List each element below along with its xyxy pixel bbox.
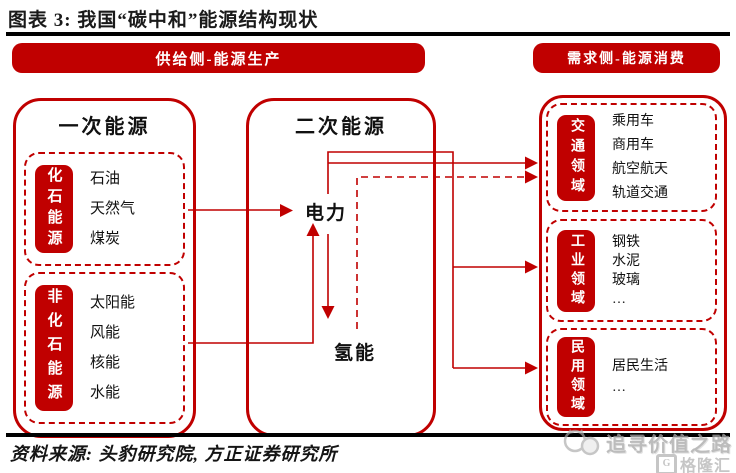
list-item: 水能: [90, 385, 121, 401]
supply-side-header-label: 供给侧-能源生产: [155, 51, 282, 68]
nonfossil-energy-items: 太阳能 风能 核能 水能: [90, 288, 135, 408]
list-item: …: [612, 380, 626, 395]
list-item: 核能: [90, 355, 121, 371]
list-item: 水泥: [612, 253, 640, 269]
list-item: 钢铁: [612, 234, 640, 250]
industry-sector-group: 工业领域 钢铁 水泥 玻璃 …: [546, 219, 717, 322]
figure-title: 图表 3: 我国“碳中和”能源结构现状: [8, 10, 319, 31]
demand-side-header-label: 需求侧-能源消费: [567, 52, 686, 67]
secondary-energy-box: 二次能源: [246, 98, 436, 437]
fossil-energy-items: 石油 天然气 煤炭: [90, 164, 135, 254]
list-item: 轨道交通: [612, 185, 668, 201]
demand-side-box: [539, 95, 727, 431]
list-item: 商用车: [612, 137, 654, 153]
nonfossil-energy-group: 非化石能源 太阳能 风能 核能 水能: [24, 272, 185, 424]
civil-sector-items: 居民生活 …: [612, 356, 668, 398]
watermark: 追寻价值之路 G 格隆汇: [560, 424, 736, 473]
hydrogen-node: 氢能: [334, 343, 377, 364]
transport-sector-group: 交通领域 乘用车 商用车 航空航天 轨道交通: [546, 103, 717, 212]
industry-sector-label: 工业领域: [557, 229, 595, 312]
transport-sector-items: 乘用车 商用车 航空航天 轨道交通: [612, 110, 668, 206]
list-item: 太阳能: [90, 295, 136, 311]
arrowhead-right-icon: [525, 260, 538, 274]
list-item: 玻璃: [612, 272, 640, 288]
list-item: 乘用车: [612, 113, 654, 129]
gelonghui-badge-icon: G: [656, 453, 677, 473]
list-item: 煤炭: [90, 231, 121, 247]
primary-energy-title: 一次能源: [58, 116, 151, 138]
gelonghui-brand-text: 格隆汇: [680, 458, 732, 473]
supply-side-header: 供给侧-能源生产: [12, 43, 425, 73]
civil-sector-group: 民用领域 居民生活 …: [546, 328, 717, 426]
watermark-slogan: 追寻价值之路: [606, 434, 732, 456]
nonfossil-energy-label: 非化石能源: [35, 285, 73, 411]
list-item: 航空航天: [612, 161, 668, 177]
fossil-energy-group: 化石能源 石油 天然气 煤炭: [24, 152, 185, 266]
secondary-energy-title: 二次能源: [295, 116, 387, 138]
arrowhead-right-icon: [525, 361, 538, 375]
list-item: 石油: [90, 171, 121, 187]
watermark-mascot-icon: [563, 429, 600, 456]
civil-sector-label: 民用领域: [557, 337, 595, 417]
list-item: 风能: [90, 325, 121, 341]
electricity-node: 电力: [305, 203, 348, 224]
list-item: …: [612, 291, 626, 307]
list-item: 居民生活: [612, 359, 668, 374]
top-divider: [6, 32, 730, 36]
demand-side-header: 需求侧-能源消费: [533, 43, 720, 73]
arrowhead-right-icon: [525, 156, 538, 170]
transport-sector-label: 交通领域: [557, 114, 595, 201]
list-item: 天然气: [90, 201, 136, 217]
source-note: 资料来源: 头豹研究院, 方正证券研究所: [10, 444, 338, 464]
fossil-energy-label: 化石能源: [35, 165, 73, 253]
bottom-divider: [6, 433, 730, 437]
gelonghui-logo: G 格隆汇: [656, 452, 731, 473]
industry-sector-items: 钢铁 水泥 玻璃 …: [612, 233, 640, 309]
arrowhead-right-icon: [525, 170, 538, 184]
